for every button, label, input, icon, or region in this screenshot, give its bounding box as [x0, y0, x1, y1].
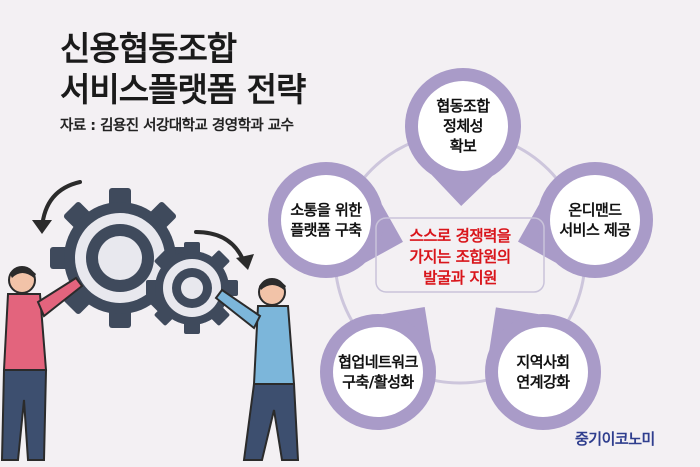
node-label-line: 서비스 제공: [559, 221, 631, 239]
node-label-line: 협동조합: [436, 97, 490, 115]
node-pointer: [431, 174, 493, 206]
node-disc: [281, 175, 371, 265]
node-label-line: 확보: [449, 137, 477, 155]
center-line-3: 발굴과 지원: [423, 269, 497, 287]
teamwork-gears-illustration: [0, 180, 300, 461]
page-title: 신용협동조합 서비스플랫폼 전략: [60, 28, 306, 110]
center-bracket: [375, 217, 545, 293]
center-goal-text: 스스로 경쟁력을 가지는 조합원의 발굴과 지원: [380, 226, 540, 289]
small-gear-icon: [146, 242, 238, 334]
center-line-1: 스스로 경쟁력을: [409, 227, 511, 245]
node-label-line: 소통을 위한: [290, 201, 362, 219]
node-disc: [498, 327, 588, 417]
node-label-line: 지역사회: [516, 353, 570, 371]
node-label-line: 구축/활성화: [342, 373, 414, 391]
left-person-figure: [0, 266, 84, 461]
node-disc: [333, 327, 423, 417]
source-caption: 자료 : 김용진 서강대학교 경영학과 교수: [60, 118, 294, 134]
node-label-line: 정체성: [443, 117, 483, 135]
node-label-line: 협업네트워크: [338, 353, 418, 371]
node-label-line: 온디맨드: [568, 201, 622, 219]
right-rotate-arrow-icon: [194, 230, 246, 264]
node-disc: [550, 175, 640, 265]
node-disc: [418, 81, 508, 171]
brand-logo: 중기이코노미: [575, 430, 655, 448]
right-person-figure: [214, 278, 300, 461]
title-line-2: 서비스플랫폼 전략: [60, 70, 306, 109]
title-line-1: 신용협동조합: [60, 29, 237, 68]
center-line-2: 가지는 조합원의: [409, 248, 511, 266]
node-label-line: 플랫폼 구축: [290, 221, 362, 239]
node-label-line: 연계강화: [516, 373, 570, 391]
